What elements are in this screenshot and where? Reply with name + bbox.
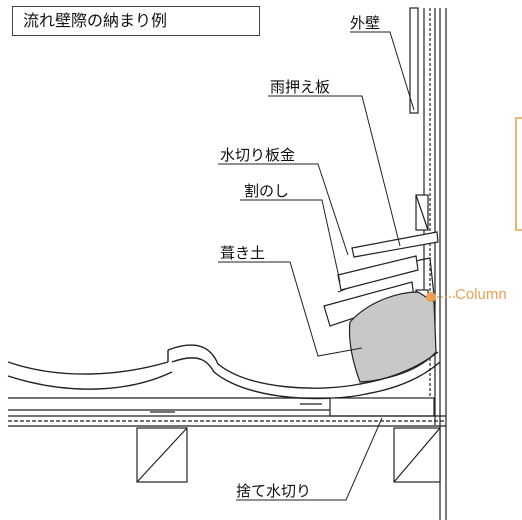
- label-water-cut-sheet: 水切り板金: [220, 146, 296, 164]
- label-split-noshi: 割のし: [244, 182, 290, 200]
- column-annotation: Column: [455, 286, 507, 303]
- roof-sheathing: [8, 397, 446, 427]
- label-outer-wall: 外壁: [350, 14, 381, 32]
- label-flashing-board: 雨押え板: [270, 78, 331, 96]
- label-discard-flashing: 捨て水切り: [236, 482, 312, 500]
- cropped-side-element: [515, 117, 522, 231]
- column-marker: [426, 292, 456, 302]
- rafters: [136, 427, 441, 483]
- flashing-board: [351, 231, 439, 258]
- roofing-mud: [348, 291, 437, 383]
- leader-lines: [218, 31, 415, 501]
- label-roofing-mud: 葺き土: [220, 244, 266, 262]
- diagram-title: 流れ壁際の納まり例: [12, 6, 260, 36]
